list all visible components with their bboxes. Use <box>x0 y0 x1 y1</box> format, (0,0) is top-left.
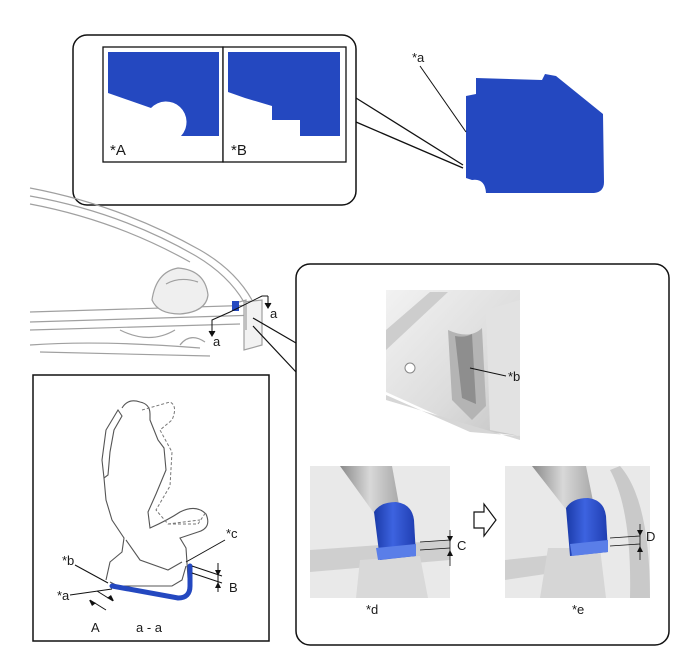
section-title: a - a <box>136 620 163 635</box>
dim-a-label: A <box>91 620 100 635</box>
part-location <box>232 301 239 311</box>
detail-panel: *b C *d <box>295 263 670 646</box>
option-b-label: *B <box>231 142 247 159</box>
callout-a: *a <box>57 588 70 603</box>
section-view-panel <box>32 374 270 642</box>
right-outline-arrow-icon <box>473 502 497 538</box>
section-mark-right: a <box>270 306 278 321</box>
callout-c: *c <box>226 526 238 541</box>
blue-part <box>466 74 604 193</box>
view-e-label: *e <box>572 602 584 617</box>
photo-after <box>505 466 650 598</box>
view-d-label: *d <box>366 602 378 617</box>
dim-c-label: C <box>457 538 466 553</box>
section-marker <box>208 295 272 337</box>
option-a-label: *A <box>110 142 126 159</box>
dim-b-label: B <box>229 580 238 595</box>
pillar-photo <box>386 290 520 440</box>
part-a-leader <box>419 65 467 133</box>
option-a-shape <box>108 52 219 136</box>
options-panel: *A *B <box>72 34 357 206</box>
zoom-wedge <box>355 97 464 169</box>
callout-b-photo: *b <box>508 369 520 384</box>
section-part <box>109 563 193 601</box>
photo-before <box>310 466 453 598</box>
vehicle-drawing <box>29 187 263 357</box>
part-a-label: *a <box>412 50 425 65</box>
option-b-shape <box>228 52 340 136</box>
callout-b: *b <box>62 553 74 568</box>
dim-d-label: D <box>646 529 655 544</box>
section-mark-left: a <box>213 334 221 349</box>
